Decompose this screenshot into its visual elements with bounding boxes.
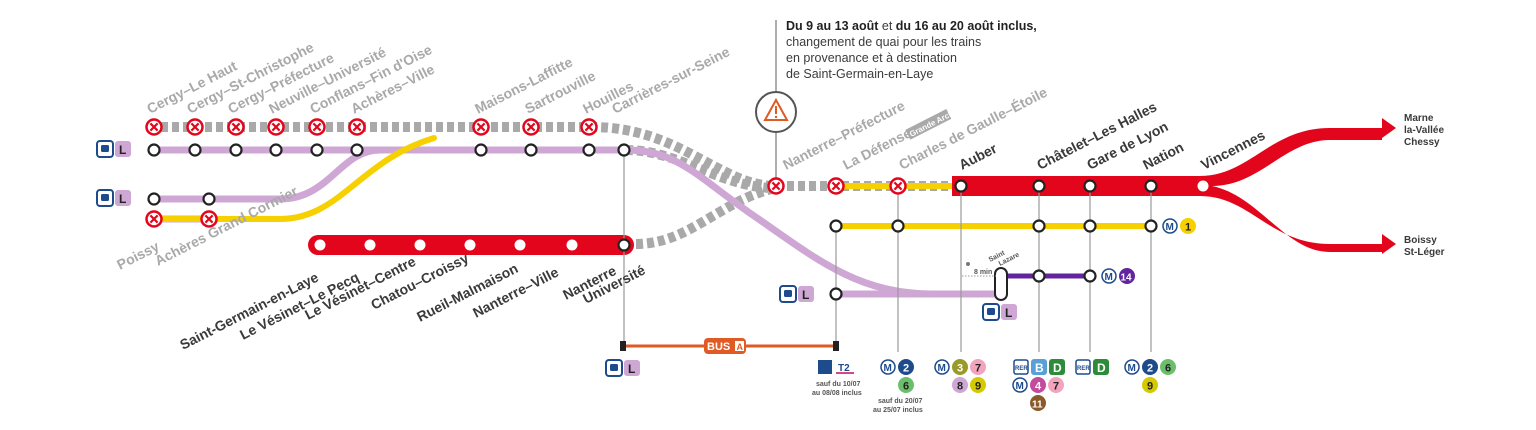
svg-text:T2: T2 bbox=[838, 363, 850, 374]
bus-end-left bbox=[620, 341, 626, 351]
bus-a-label: A bbox=[737, 342, 744, 352]
saint-lazare-labels: Saint Lazare 8 min bbox=[962, 249, 1021, 277]
notice-and: et bbox=[878, 19, 896, 33]
terminus-label: la-Vallée bbox=[1404, 125, 1444, 136]
bus-end-right bbox=[833, 341, 839, 351]
terminus-label: Chessy bbox=[1404, 137, 1440, 148]
metro-14-badge: M 14 bbox=[1101, 268, 1135, 284]
metro-1-badge: M 1 bbox=[1162, 218, 1196, 234]
svg-text:RER: RER bbox=[1015, 366, 1028, 372]
works-notice: Du 9 au 13 août et du 16 au 20 août incl… bbox=[786, 18, 1106, 82]
notice-line-3: de Saint-Germain-en-Laye bbox=[786, 67, 934, 81]
svg-text:14: 14 bbox=[1121, 273, 1133, 284]
line-l bbox=[150, 146, 1004, 298]
cergy-branch-labels: Cergy–Le Haut Cergy–St-Christophe Cergy–… bbox=[144, 39, 732, 117]
saint-lazare-connector bbox=[994, 267, 1008, 301]
svg-text:M: M bbox=[1105, 272, 1113, 283]
svg-text:sauf du 20/07: sauf du 20/07 bbox=[878, 398, 922, 405]
svg-text:M: M bbox=[1166, 222, 1174, 233]
svg-text:8: 8 bbox=[957, 381, 963, 393]
svg-text:6: 6 bbox=[1165, 363, 1171, 375]
svg-text:M: M bbox=[938, 363, 946, 374]
bus-label: BUS bbox=[707, 341, 730, 353]
line-l-label: L bbox=[1005, 306, 1012, 320]
svg-text:B: B bbox=[1035, 361, 1044, 375]
svg-text:7: 7 bbox=[975, 363, 981, 375]
svg-text:3: 3 bbox=[957, 363, 963, 375]
svg-text:7: 7 bbox=[1053, 381, 1059, 393]
svg-text:2: 2 bbox=[1147, 363, 1153, 375]
central-closed-labels: Nanterre–Préfecture La Défense Grande Ar… bbox=[780, 84, 1050, 173]
svg-text:M: M bbox=[884, 363, 892, 374]
station-label: Auber bbox=[956, 140, 1000, 173]
line-l-label: L bbox=[119, 192, 126, 206]
svg-text:D: D bbox=[1053, 361, 1062, 375]
sgl-branch-labels: Saint-Germain-en-Laye Le Vésinet–Le Pecq… bbox=[177, 250, 648, 353]
nation-connections: M 2 6 9 bbox=[1124, 359, 1176, 393]
svg-text:4: 4 bbox=[1035, 381, 1042, 393]
terminus-label: St-Léger bbox=[1404, 247, 1445, 258]
svg-text:D: D bbox=[1097, 361, 1106, 375]
svg-text:1: 1 bbox=[1185, 222, 1191, 234]
warning-icon bbox=[755, 91, 797, 133]
auber-ladefense-metro: M 2 6 sauf du 20/07 au 25/07 inclus bbox=[873, 359, 923, 414]
bus-a-box bbox=[735, 341, 744, 351]
svg-text:6: 6 bbox=[903, 381, 909, 393]
auber-metro: M 3 7 8 9 bbox=[934, 359, 986, 393]
chatelet-connections: RER B D M 4 7 11 bbox=[1012, 359, 1065, 411]
walk-icon bbox=[966, 262, 970, 266]
gare-de-lyon-connections: RER D bbox=[1075, 359, 1109, 375]
notice-line-2: en provenance et à destination bbox=[786, 51, 957, 65]
line-l-label: L bbox=[628, 362, 635, 376]
notice-dates-a: Du 9 au 13 août bbox=[786, 19, 879, 33]
svg-text:sauf du 10/07: sauf du 10/07 bbox=[816, 381, 860, 388]
line-l-label: L bbox=[119, 143, 126, 157]
line-l-badges: L L L L L bbox=[96, 140, 1017, 377]
svg-text:M: M bbox=[1016, 381, 1024, 392]
t2-connection: T2 sauf du 10/07 au 08/08 inclus bbox=[812, 360, 862, 397]
notice-line-1: changement de quai pour les trains bbox=[786, 35, 982, 49]
svg-text:11: 11 bbox=[1032, 400, 1043, 411]
svg-text:au 08/08 inclus: au 08/08 inclus bbox=[812, 390, 862, 397]
station-label: Achères Grand Cormier bbox=[152, 182, 300, 268]
line-l-label: L bbox=[802, 288, 809, 302]
svg-text:2: 2 bbox=[903, 363, 909, 375]
svg-text:M: M bbox=[1128, 363, 1136, 374]
terminus-label: Marne bbox=[1404, 113, 1434, 124]
svg-text:au 25/07 inclus: au 25/07 inclus bbox=[873, 407, 923, 414]
walk-time: 8 min bbox=[974, 269, 992, 276]
svg-text:9: 9 bbox=[975, 381, 981, 393]
terminus-label: Boissy bbox=[1404, 235, 1437, 246]
svg-text:RER: RER bbox=[1077, 366, 1090, 372]
svg-text:9: 9 bbox=[1147, 381, 1153, 393]
notice-dates-b: du 16 au 20 août inclus, bbox=[895, 19, 1037, 33]
east-termini: Marne la-Vallée Chessy Boissy St-Léger bbox=[1404, 113, 1445, 258]
